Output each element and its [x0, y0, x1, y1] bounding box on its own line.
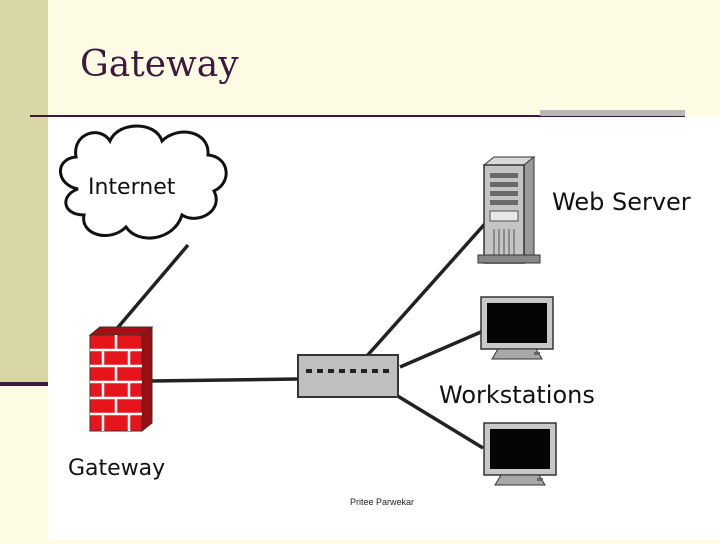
web-server-label: Web Server [552, 188, 691, 216]
footer-author: Pritee Parwekar [349, 497, 415, 507]
network-diagram: Internet Gateway [48, 117, 720, 540]
monitor-icon [480, 296, 554, 360]
link-switch-webserver [364, 215, 493, 359]
link-switch-workstation-1 [399, 330, 482, 369]
switch-icon [297, 354, 399, 398]
title-underline-accent [540, 110, 685, 116]
left-accent-band [0, 0, 48, 385]
slide-title: Gateway [80, 44, 239, 85]
workstations-label: Workstations [439, 381, 595, 409]
internet-label: Internet [88, 175, 176, 200]
link-gateway-switch [149, 377, 299, 383]
connection-lines [112, 215, 493, 450]
firewall-icon [88, 325, 154, 433]
link-internet-gateway [112, 243, 190, 334]
server-icon [477, 155, 541, 265]
cloud-icon [59, 124, 228, 240]
monitor-icon [483, 422, 557, 486]
title-underline [30, 115, 685, 117]
left-accent-rule [0, 382, 48, 386]
link-switch-workstation-2 [395, 393, 484, 450]
gateway-label: Gateway [68, 456, 165, 481]
